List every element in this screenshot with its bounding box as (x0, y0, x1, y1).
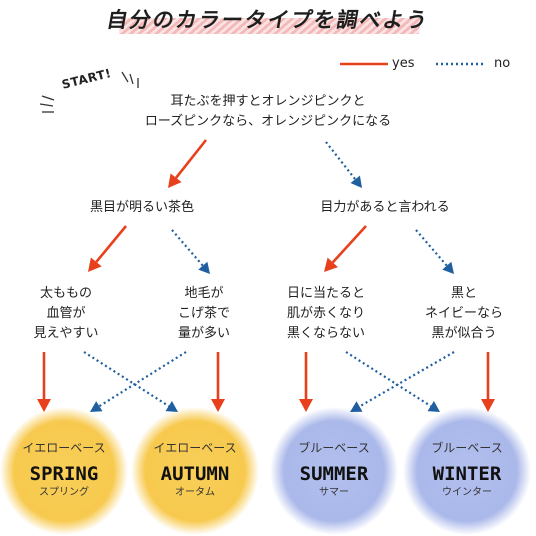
type-spring-name: SPRING (29, 463, 99, 485)
type-winter: ブルーベース WINTER ウインター (431, 440, 502, 500)
question-thigh-veins: 太ももの 血管が 見えやすい (33, 284, 98, 344)
type-autumn-kana: オータム (175, 487, 215, 498)
question-black-navy-line-1: 黒と (450, 286, 478, 301)
arrow-q5-no (90, 351, 187, 412)
type-winter-name: WINTER (432, 463, 502, 485)
question-eye-power: 目力があると言われる (320, 198, 449, 218)
question-thigh-veins-line-2: 血管が (46, 306, 86, 321)
question-sunburn-line-3: 黒くならない (286, 326, 366, 341)
arrow-q2-yes (88, 225, 128, 272)
arrow-q4-no (83, 351, 178, 412)
type-summer-name: SUMMER (299, 463, 369, 485)
question-eye-color-line-1: 黒目が明るい茶色 (89, 200, 195, 215)
autumn-circle (131, 407, 259, 535)
arrow-q3-yes (324, 225, 367, 272)
question-hair-line-2: こげ茶で (177, 306, 231, 321)
question-sunburn: 日に当たると 肌が赤くなり 黒くならない (287, 284, 365, 344)
arrow-q4-yes (37, 352, 51, 412)
summer-circle (270, 407, 398, 535)
question-sunburn-line-2: 肌が赤くなり (286, 306, 366, 321)
question-hair-line-1: 地毛が (184, 286, 224, 301)
arrow-q1-no (325, 141, 362, 188)
type-summer-base: ブルーベース (298, 441, 370, 455)
legend-no-label: no (494, 56, 511, 71)
question-earlobe-line-2: ローズピンクなら、オレンジピンクになる (144, 114, 392, 129)
question-black-navy-line-2: ネイビーなら (424, 306, 504, 321)
question-earlobe: 耳たぶを押すとオレンジピンクと ローズピンクなら、オレンジピンクになる (145, 92, 391, 132)
type-autumn: イエローベース AUTUMN オータム (153, 440, 236, 500)
type-summer-kana: サマー (319, 487, 349, 498)
question-thigh-veins-line-3: 見えやすい (33, 326, 99, 341)
question-eye-power-line-1: 目力があると言われる (320, 200, 450, 215)
arrow-q7-yes (481, 352, 495, 412)
type-autumn-base: イエローベース (153, 441, 237, 455)
question-black-navy: 黒と ネイビーなら 黒が似合う (425, 284, 503, 344)
arrow-q6-no (345, 351, 440, 412)
arrow-q6-yes (299, 352, 313, 412)
type-winter-base: ブルーベース (431, 441, 503, 455)
type-spring: イエローベース SPRING スプリング (22, 440, 105, 500)
arrow-q1-yes (168, 139, 208, 188)
start-burst (39, 71, 139, 113)
question-earlobe-line-1: 耳たぶを押すとオレンジピンクと (170, 94, 366, 109)
question-hair-line-3: 量が多い (177, 326, 231, 341)
question-black-navy-line-3: 黒が似合う (431, 326, 497, 341)
arrow-q2-no (171, 229, 210, 274)
type-autumn-name: AUTUMN (160, 463, 230, 485)
type-spring-kana: スプリング (39, 487, 89, 498)
type-summer: ブルーベース SUMMER サマー (298, 440, 369, 500)
type-winter-kana: ウインター (442, 487, 492, 498)
spring-circle (0, 407, 128, 535)
question-hair: 地毛が こげ茶で 量が多い (178, 284, 230, 344)
arrow-q5-yes (211, 352, 225, 412)
type-spring-base: イエローベース (22, 441, 106, 455)
arrow-q7-no (350, 351, 455, 412)
question-sunburn-line-1: 日に当たると (286, 286, 366, 301)
legend-yes-label: yes (392, 56, 415, 71)
question-eye-color: 黒目が明るい茶色 (90, 198, 194, 218)
flow-arrows (37, 139, 495, 412)
winter-circle (403, 407, 531, 535)
arrow-q3-no (415, 229, 454, 274)
question-thigh-veins-line-1: 太ももの (39, 286, 93, 301)
